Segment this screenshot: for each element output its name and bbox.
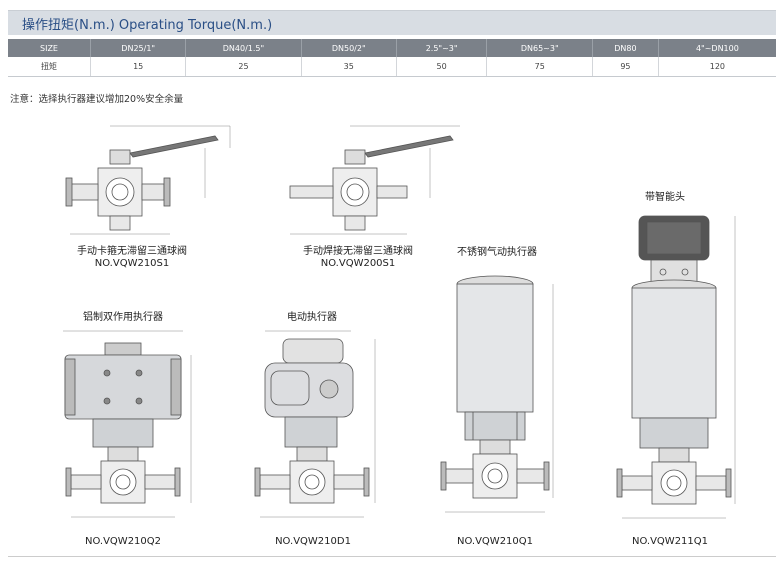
figure-title: 带智能头 — [645, 192, 685, 203]
table-cell: 120 — [658, 57, 776, 77]
table-row: 扭矩 15 25 35 50 75 95 120 — [8, 57, 776, 77]
column-header: DN50/2" — [301, 39, 397, 57]
figure-model: NO.VQW210D1 — [275, 536, 351, 547]
figure-model: NO.VQW211Q1 — [631, 536, 709, 547]
section-title: 操作扭矩(N.m.) Operating Torque(N.m.) — [22, 18, 273, 33]
table-cell: 50 — [396, 57, 488, 77]
stainless-pneumatic-actuator-drawing — [440, 275, 554, 513]
column-header: 4"~DN100 — [658, 39, 776, 57]
table-cell: 75 — [486, 57, 594, 77]
table-header-row: SIZE DN25/1" DN40/1.5" DN50/2" 2.5"~3" D… — [8, 39, 776, 57]
figure-model: NO.VQW210S1 — [94, 258, 170, 269]
figure-title: 手动焊接无滞留三通球阀 — [303, 246, 413, 257]
figure-model: NO.VQW210Q2 — [84, 536, 162, 547]
table-cell: 95 — [592, 57, 659, 77]
figure-model: NO.VQW200S1 — [320, 258, 396, 269]
torque-table: SIZE DN25/1" DN40/1.5" DN50/2" 2.5"~3" D… — [8, 39, 776, 77]
safety-note: 注意：选择执行器建议增加20%安全余量 — [10, 94, 184, 105]
column-header: 2.5"~3" — [396, 39, 488, 57]
table-cell: 25 — [185, 57, 302, 77]
manual-clamp-valve-drawing — [65, 125, 231, 235]
figure-title: 铝制双作用执行器 — [83, 312, 163, 323]
table-cell: 扭矩 — [8, 57, 91, 77]
figure-title: 不锈钢气动执行器 — [457, 247, 537, 258]
aluminum-double-acting-actuator-drawing — [63, 330, 192, 518]
column-header: DN80 — [592, 39, 659, 57]
figure-title: 手动卡箍无滞留三通球阀 — [77, 246, 187, 257]
electric-actuator-drawing — [254, 330, 376, 518]
section-title-bar: 操作扭矩(N.m.) Operating Torque(N.m.) — [8, 10, 776, 35]
table-cell: 35 — [301, 57, 397, 77]
smart-head-actuator-drawing — [616, 215, 736, 519]
column-header: DN25/1" — [90, 39, 187, 57]
column-header: DN40/1.5" — [185, 39, 302, 57]
figure-title: 电动执行器 — [287, 312, 337, 323]
column-header: SIZE — [8, 39, 91, 57]
figure-model: NO.VQW210Q1 — [456, 536, 534, 547]
bottom-divider — [8, 556, 776, 557]
manual-welded-valve-drawing — [289, 125, 460, 235]
column-header: DN65~3" — [486, 39, 594, 57]
table-cell: 15 — [90, 57, 187, 77]
